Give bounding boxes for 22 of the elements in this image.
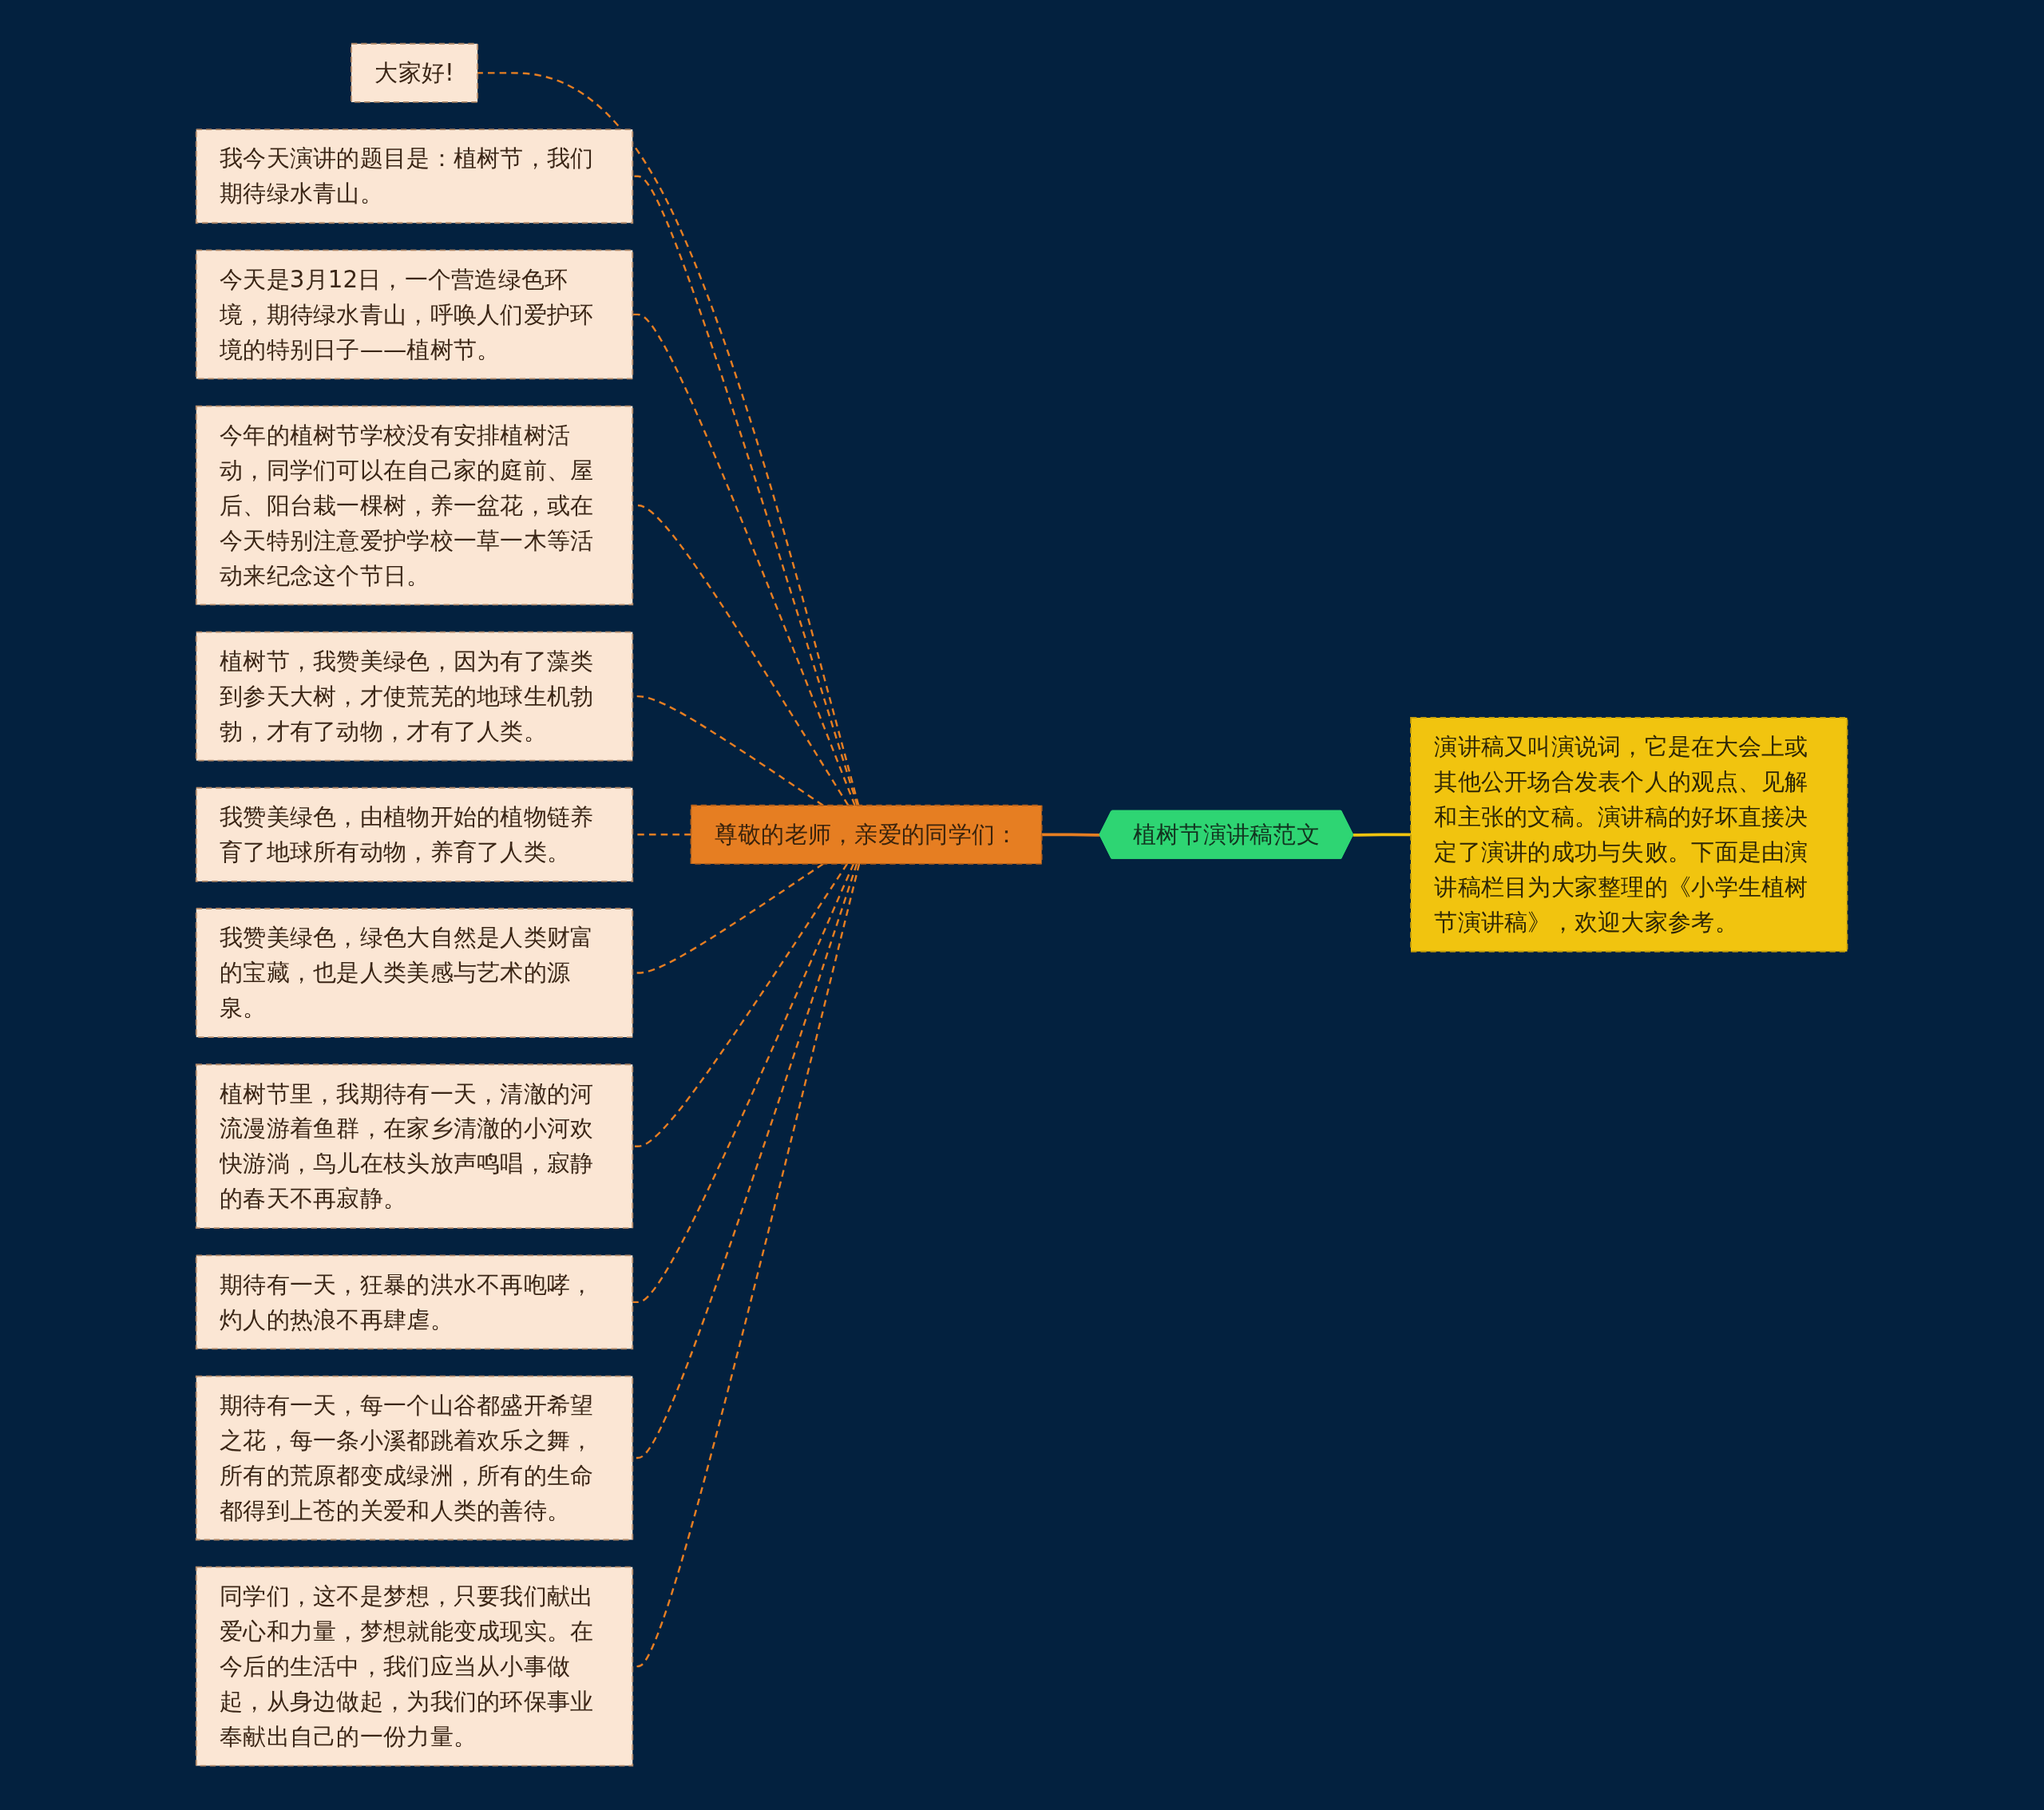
connector [632,863,861,1668]
node-box: 植树节，我赞美绿色，因为有了藻类到参天大树，才使荒芜的地球生机勃勃，才有了动物，才有了人类。 [196,632,634,762]
connector [1042,833,1101,838]
connector [632,175,859,806]
node-box: 期待有一天，每一个山谷都盛开希望之花，每一条小溪都跳着欢乐之舞，所有的荒原都变成绿洲，所有的生命都得到上苍的关爱和人类的善待。 [196,1376,634,1541]
node-box: 同学们，这不是梦想，只要我们献出爱心和力量，梦想就能变成现实。在今后的生活中，我们应当从小事做起，从身边做起，为我们的环保事业奉献出自己的一份力量。 [196,1566,634,1767]
node-box: 植树节里，我期待有一天，清澈的河流漫游着鱼群，在家乡清澈的小河欢快游淌，鸟儿在枝头放声鸣唱，寂静的春天不再寂静。 [196,1063,634,1230]
node-box: 今年的植树节学校没有安排植树活动，同学们可以在自己家的庭前、屋后、阳台栽一棵树，养一盆花，或在今天特别注意爱护学校一草一木等活动来纪念这个节日。 [196,406,634,606]
node-box: 我今天演讲的题目是：植树节，我们期待绿水青山。 [196,129,634,224]
node-box: 我赞美绿色，由植物开始的植物链养育了地球所有动物，养育了人类。 [196,787,634,883]
node-box: 演讲稿又叫演说词，它是在大会上或其他公开场合发表个人的观点、见解和主张的文稿。演讲稿的好坏直接决定了演讲的成功与失败。下面是由演讲稿栏目为大家整理的《小学生植树节演讲稿》，欢迎大家参考。 [1410,717,1848,953]
node-box: 今天是3月12日，一个营造绿色环境，期待绿水青山，呼唤人们爱护环境的特别日子——植树节。 [196,249,634,380]
connector [477,72,860,806]
node-box: 我赞美绿色，绿色大自然是人类财富的宝藏，也是人类美感与艺术的源泉。 [196,908,634,1039]
node-box: 期待有一天，狂暴的洪水不再咆哮，灼人的热浪不再肆虐。 [196,1254,634,1350]
node-box: 大家好! [351,43,479,104]
connector [632,863,849,1148]
connector [632,314,857,806]
node-box: 尊敬的老师，亲爱的同学们： [690,805,1043,865]
connector [1353,833,1412,838]
connector [632,863,855,1304]
connector [632,863,858,1459]
